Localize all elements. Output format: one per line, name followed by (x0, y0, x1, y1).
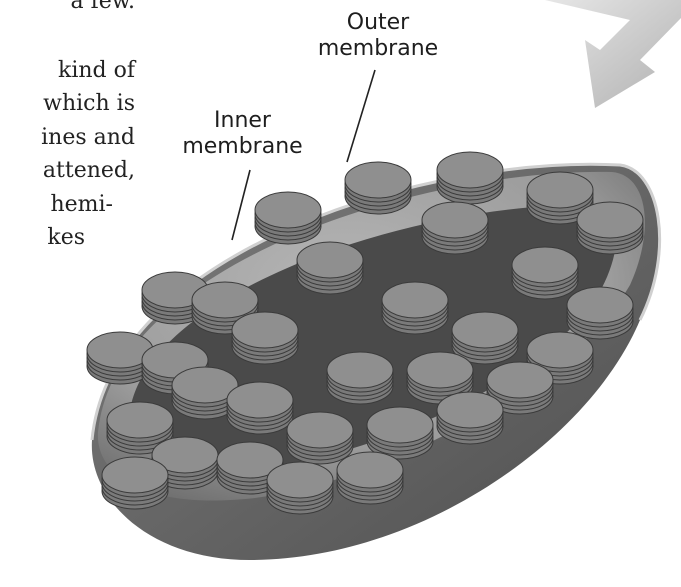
granum-stack (437, 152, 503, 204)
inner-membrane-pointer (232, 170, 250, 240)
granum-stack (422, 202, 488, 254)
granum-stack (337, 452, 403, 504)
granum-stack (102, 457, 168, 509)
granum-stack (577, 202, 643, 254)
granum-stack (232, 312, 298, 364)
granum-stack (227, 382, 293, 434)
granum-stack (382, 282, 448, 334)
granum-stack (297, 242, 363, 294)
granum-stack (267, 462, 333, 514)
granum-stack (567, 287, 633, 339)
granum-stack (345, 162, 411, 214)
outer-membrane-pointer (347, 70, 375, 162)
granum-stack (437, 392, 503, 444)
granum-stack (287, 412, 353, 464)
granum-stack (255, 192, 321, 244)
arrow-icon (545, 0, 681, 108)
outer-membrane-label: Outer membrane (298, 10, 458, 62)
inner-membrane-label: Inner membrane (160, 108, 325, 160)
granum-stack (327, 352, 393, 404)
granum-stack (367, 407, 433, 459)
granum-stack (512, 247, 578, 299)
